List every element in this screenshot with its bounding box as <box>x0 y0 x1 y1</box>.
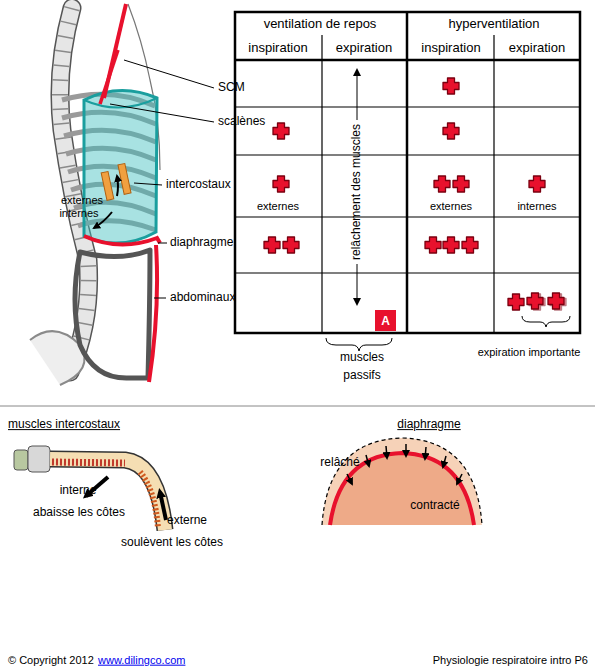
relaxed-outline <box>322 438 482 525</box>
table-line <box>235 106 580 107</box>
part-label: interne <box>60 484 97 498</box>
table-note: externes <box>430 200 472 213</box>
column-subheader: expiration <box>509 41 565 56</box>
box-text: A <box>381 314 390 328</box>
active-cross <box>462 237 478 253</box>
contraction-arrow <box>386 446 387 458</box>
external-intercostal <box>140 472 158 528</box>
table-note: externes <box>257 200 299 213</box>
section-title: muscles intercostaux <box>8 418 120 432</box>
diaphragm-muscle <box>84 236 160 245</box>
part-label: relâché <box>320 456 359 470</box>
leader-line <box>158 243 167 244</box>
table-note: expiration importante <box>478 346 581 359</box>
table-line <box>235 154 580 155</box>
muscle-label: diaphragme <box>170 236 233 250</box>
intercostal-muscle <box>118 163 131 194</box>
active-cross <box>443 78 459 94</box>
table-divider <box>235 59 580 62</box>
leader-line <box>124 60 214 88</box>
page-reference: Physiologie respiratoire intro P6 <box>433 654 588 667</box>
diaphragm-detail <box>322 438 482 525</box>
muscle-label: SCM <box>218 81 245 95</box>
intercostal-detail <box>14 446 166 530</box>
table-line <box>493 35 494 333</box>
active-cross <box>529 176 545 192</box>
copyright-text: © Copyright 2012 <box>8 654 94 667</box>
leader-line <box>110 104 214 122</box>
muscle-label: scalènes <box>218 115 265 129</box>
part-label: externe <box>167 514 207 528</box>
active-cross <box>548 293 564 309</box>
active-cross <box>283 237 299 253</box>
active-cross <box>264 237 280 253</box>
vertebra <box>14 450 28 470</box>
active-cross <box>453 176 469 192</box>
column-subheader: expiration <box>336 41 392 56</box>
column-subheader: inspiration <box>248 41 307 56</box>
muscle-table <box>235 12 580 351</box>
table-line <box>235 272 580 273</box>
internal-intercostal <box>52 462 125 463</box>
table-line <box>235 216 580 217</box>
contraction-arrow <box>366 455 369 466</box>
diaphragm-fill <box>322 438 482 525</box>
active-cross <box>434 176 450 192</box>
muscle-label: abdominaux <box>170 291 235 305</box>
rib <box>50 459 165 530</box>
rib-cage <box>84 90 157 243</box>
muscle-label: externes <box>61 194 103 207</box>
section-divider <box>0 406 595 407</box>
website-link: www.dilingco.com <box>98 654 185 667</box>
relax-arrow <box>357 70 358 120</box>
relax-arrow <box>357 264 358 304</box>
contraction-arrow <box>443 456 446 467</box>
marker-box: A <box>375 310 396 331</box>
leader-line <box>134 183 162 185</box>
contraction-arrow <box>405 444 407 456</box>
abdominal-muscle <box>149 245 157 382</box>
table-note: relâchement des muscles <box>350 124 364 260</box>
contraction-arrow <box>457 474 462 484</box>
part-label: contracté <box>410 499 459 513</box>
active-cross <box>443 237 459 253</box>
brace <box>522 316 570 327</box>
column-header: ventilation de repos <box>264 17 377 32</box>
part-label: soulèvent les côtes <box>121 536 223 550</box>
table-note: muscles passifs <box>331 348 393 384</box>
table-line <box>321 35 322 333</box>
thorax-illustration <box>30 4 214 385</box>
contraction-arrow <box>347 474 352 484</box>
part-label: abaisse les côtes <box>33 506 125 520</box>
active-cross <box>527 293 543 309</box>
column-header: hyperventilation <box>448 17 539 32</box>
muscle-label: internes <box>59 207 98 220</box>
column-subheader: inspiration <box>421 41 480 56</box>
brace <box>326 338 392 351</box>
abdomen-outline <box>75 250 150 378</box>
active-cross <box>508 294 524 310</box>
active-cross <box>273 123 289 139</box>
table-border <box>235 12 580 333</box>
table-note: internes <box>517 200 556 213</box>
active-cross <box>443 123 459 139</box>
active-cross <box>425 237 441 253</box>
active-cross <box>273 176 289 192</box>
rib-outline <box>50 459 165 530</box>
scalene-muscle <box>100 50 118 104</box>
muscle-label: intercostaux <box>166 178 231 192</box>
section-title: diaphragme <box>397 418 460 432</box>
vertebra <box>28 446 50 472</box>
leader-line <box>154 298 166 299</box>
contraction-arrow <box>425 447 426 459</box>
raising-arrow <box>160 492 166 520</box>
elevation-arrow <box>117 176 118 196</box>
